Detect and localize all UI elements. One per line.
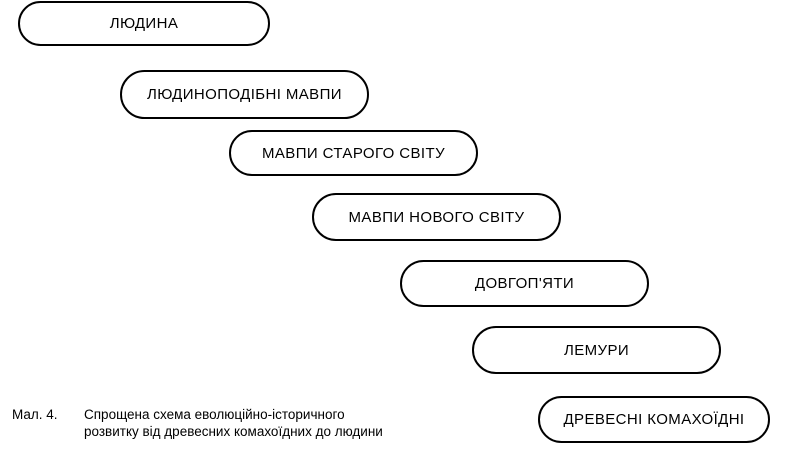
node-old-world-monkeys: МАВПИ СТАРОГО СВІТУ bbox=[229, 130, 478, 176]
node-lemurs: ЛЕМУРИ bbox=[472, 326, 721, 374]
caption-line-2: розвитку від древесних комахоїдних до лю… bbox=[84, 424, 383, 439]
node-new-world-monkeys: МАВПИ НОВОГО СВІТУ bbox=[312, 193, 561, 241]
node-great-apes: ЛЮДИНОПОДІБНІ МАВПИ bbox=[120, 70, 369, 119]
node-tree-shrews: ДРЕВЕСНІ КОМАХОЇДНІ bbox=[538, 396, 770, 443]
caption-number: Мал. 4. bbox=[12, 407, 58, 422]
figure-caption: Мал. 4. Спрощена схема еволюційно-історич… bbox=[12, 406, 383, 440]
caption-line-1: Мал. 4. Спрощена схема еволюційно-історич… bbox=[12, 406, 383, 423]
caption-text-1: Спрощена схема еволюційно-історичного bbox=[84, 407, 345, 422]
node-human: ЛЮДИНА bbox=[18, 1, 270, 46]
node-tarsiers: ДОВГОП'ЯТИ bbox=[400, 260, 649, 307]
